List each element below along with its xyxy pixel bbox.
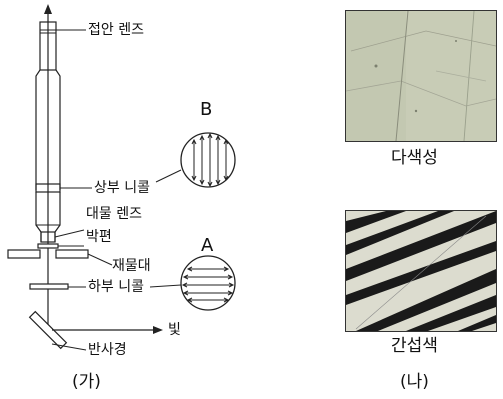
label-upper-nicol: 상부 니콜 — [94, 180, 150, 196]
caption-ga: (가) — [72, 372, 101, 392]
interference-photo — [345, 210, 497, 332]
label-thin-section: 박편 — [86, 229, 112, 245]
lower-nicol-plate — [29, 283, 69, 290]
label-interference: 간섭색 — [391, 336, 438, 356]
thin-section-plate — [37, 243, 59, 249]
label-stage: 재물대 — [112, 258, 151, 274]
body-tube — [35, 69, 61, 190]
label-pleochroism: 다색성 — [391, 148, 438, 168]
label-filter-a: A — [201, 235, 214, 256]
stage-right — [55, 249, 89, 259]
axis-arrowhead — [44, 4, 52, 14]
stage-left — [7, 249, 41, 259]
filter-b-circle — [155, 132, 236, 188]
label-light: 빛 — [168, 322, 181, 338]
caption-na: (나) — [400, 372, 429, 392]
pleochroism-photo — [345, 10, 497, 142]
eyepiece-tube — [39, 21, 57, 71]
label-eyepiece: 접안 렌즈 — [88, 22, 144, 38]
interference-stripes — [346, 211, 496, 331]
pleochroism-texture — [346, 11, 496, 141]
label-filter-b: B — [200, 99, 213, 120]
label-objective: 대물 렌즈 — [86, 206, 142, 222]
label-mirror: 반사경 — [88, 342, 127, 358]
filter-a-circle — [149, 255, 236, 311]
label-lower-nicol: 하부 니콜 — [88, 279, 144, 295]
